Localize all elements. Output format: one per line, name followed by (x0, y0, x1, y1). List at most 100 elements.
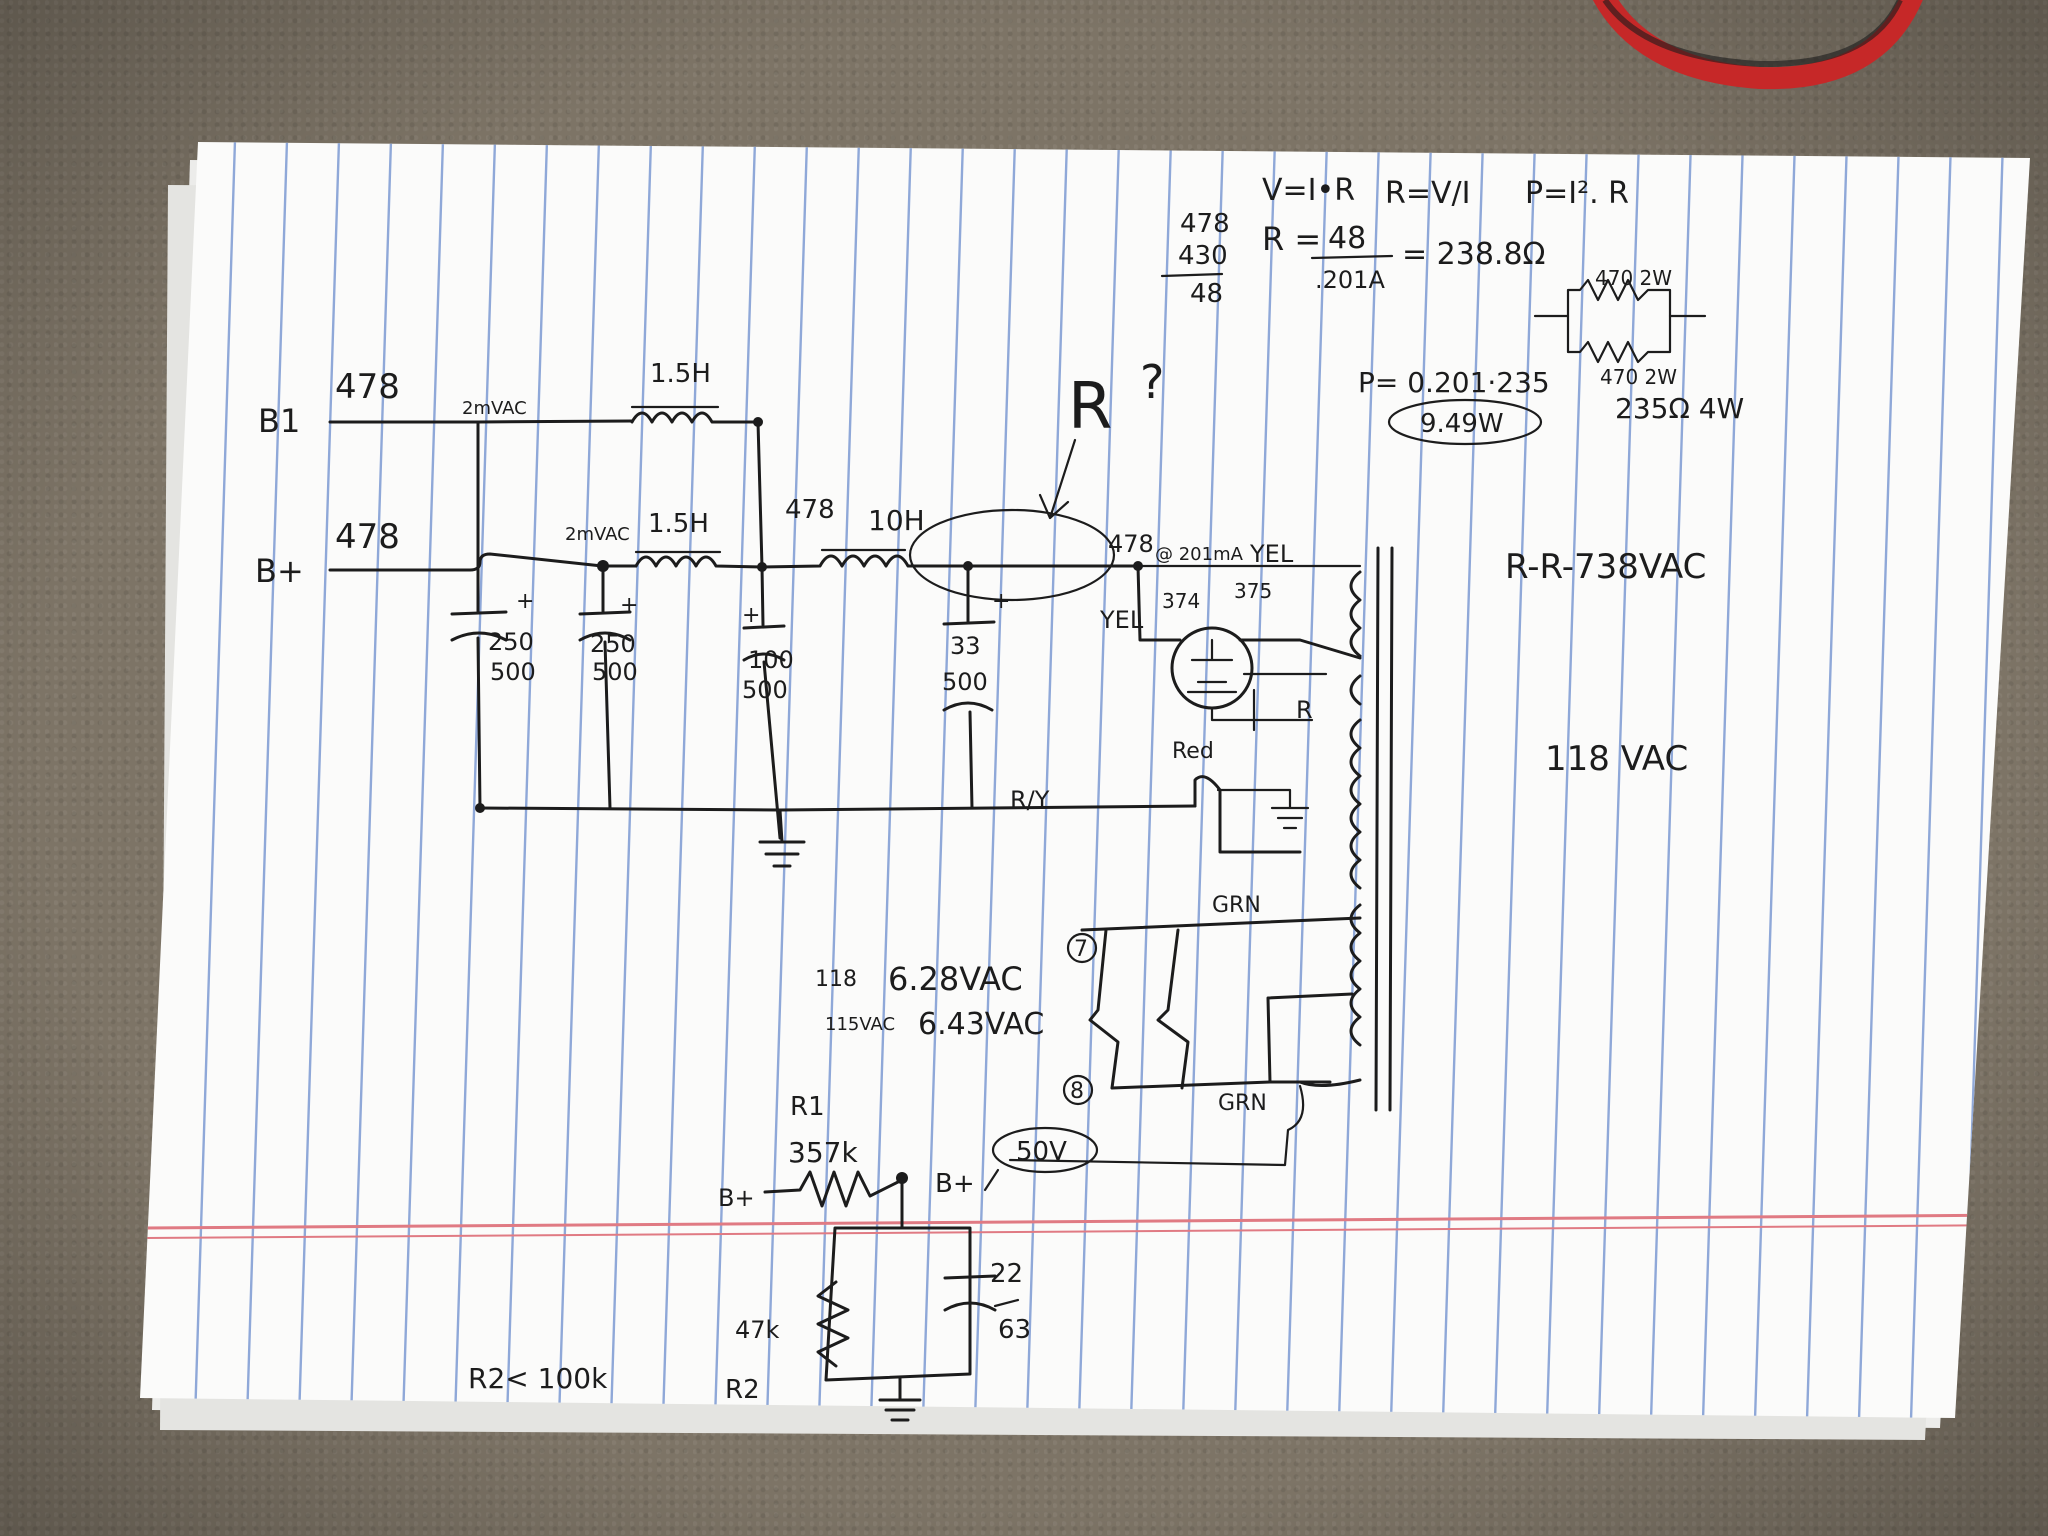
out-voltage-pointer (983, 1168, 1000, 1192)
sub-result-text: 48 (1190, 279, 1223, 309)
r1-value: 357k (788, 1136, 858, 1169)
question-mark: ? (1140, 355, 1164, 409)
rule-line (1077, 142, 1121, 1418)
ground-node-left (475, 803, 485, 813)
b1-voltage: 478 (335, 367, 400, 407)
r1-resistor (763, 1170, 904, 1208)
b2-label: B+ (255, 552, 304, 590)
r1-name: R1 (790, 1092, 825, 1122)
r2-name: R2 (725, 1375, 760, 1405)
divider-out-voltage: 50V (1016, 1137, 1067, 1167)
rule-line (1441, 142, 1485, 1418)
cap1-plus: + (516, 589, 534, 614)
rule-line (1753, 142, 1797, 1418)
r2-value: 47k (735, 1316, 780, 1344)
resistor-top-label: 470 2W (1595, 266, 1672, 290)
rule-line (869, 142, 913, 1418)
rule-line (973, 142, 1017, 1418)
rule-line (1545, 142, 1589, 1418)
rule-line (453, 142, 497, 1418)
choke1-drop (756, 420, 764, 569)
cap3-value: 100 (748, 646, 794, 674)
sub-top-text: 478 (1180, 209, 1230, 239)
resistor-bottom-label: 470 2W (1600, 365, 1677, 389)
heater-filament-a (1088, 928, 1120, 1090)
r-tap-label: R (1296, 696, 1313, 724)
choke3-coil (760, 554, 1140, 569)
divider-out-label: B+ (935, 1169, 975, 1199)
resistance-calc: R = 48 .201A = 238.8Ω (1262, 220, 1545, 294)
out-voltage-circle (991, 1126, 1099, 1174)
r-label-text: R = (1262, 220, 1321, 258)
rule-line (1129, 142, 1173, 1418)
pin7-label: 7 (1074, 937, 1088, 962)
resistor-top (1533, 278, 1707, 318)
subtraction-block: 478 430 48 (1160, 209, 1230, 309)
divider-cap-value: 22 (990, 1259, 1023, 1289)
choke1-coil (630, 411, 760, 424)
proposed-resistor-circle (908, 508, 1116, 602)
rule-line (1597, 142, 1641, 1418)
rule-line (245, 142, 289, 1418)
r-result-text: = 238.8Ω (1402, 237, 1545, 272)
heater-return-wire (1266, 992, 1362, 1087)
cap2-voltage: 500 (592, 658, 638, 686)
power-transformer (1136, 546, 1394, 1112)
choke3-label: 10H (868, 504, 925, 537)
rule-line (1337, 142, 1381, 1418)
transformer-core-line-1 (1374, 546, 1380, 1112)
yel-left-label: YEL (1099, 606, 1144, 634)
ct-label: R/Y (1010, 786, 1050, 814)
winding-hv (1349, 718, 1362, 890)
cap1-symbol (450, 558, 508, 810)
rule-line (1233, 142, 1277, 1418)
rule-line (1701, 142, 1745, 1418)
divider-cap (943, 1274, 997, 1312)
winding-top (1349, 570, 1362, 706)
sub-bar (1160, 272, 1224, 278)
rule-line (557, 142, 601, 1418)
choke2-coil (634, 555, 764, 569)
resistor-bottom (1566, 314, 1672, 364)
cap4-plus: + (992, 589, 1010, 614)
sub-mid-text: 430 (1178, 241, 1228, 271)
yel-wire-right (1238, 638, 1362, 660)
grn-bottom-label: GRN (1218, 1091, 1267, 1116)
cap3-symbol (742, 565, 786, 840)
divider-loop (824, 1176, 972, 1382)
top-rail-wire (328, 419, 634, 424)
amp-a-label: 2mVAC (462, 398, 527, 419)
ohms-law-text: V=I•R (1262, 173, 1355, 208)
power-supply-schematic: B1 478 2mVAC 1.5H B+ 478 2mVAC 1.5H 478 … (255, 355, 1294, 868)
cap1-value: 250 (488, 628, 534, 656)
main-rail-wire-a (328, 552, 638, 572)
cap4-voltage: 500 (942, 668, 988, 696)
pin7-circle (1066, 932, 1098, 964)
rule-line (1493, 142, 1537, 1418)
rule-line (713, 142, 757, 1418)
rectifier-heater-lead (1210, 688, 1256, 732)
rule-line (661, 142, 705, 1418)
heater-feed-wire (1008, 1084, 1305, 1167)
fraction-bar (1310, 254, 1394, 260)
reading2-mains: 115VAC (825, 1014, 895, 1035)
rectifier-tube-elements (1186, 638, 1238, 694)
heater-circuit: GRN 7 8 GRN 118 6.28VAC 115VAC 6.43VAC (815, 893, 1362, 1167)
choke1-label: 1.5H (650, 359, 711, 389)
rule-line (1025, 142, 1069, 1418)
formula-block: V=I•R R=V/I P=I². R (1262, 173, 1629, 211)
parallel-resistors: 470 2W 470 2W 235Ω 4W (1533, 266, 1744, 425)
cap2-symbol (578, 564, 632, 810)
node-voltage-label: 478 (785, 495, 835, 525)
mains-primary-text: 118 VAC (1545, 739, 1688, 779)
rule-line (921, 142, 965, 1418)
cap1-voltage: 500 (490, 658, 536, 686)
winding-heater (1349, 903, 1362, 1047)
rule-line (193, 142, 237, 1418)
rule-line (1181, 142, 1225, 1418)
r-mark: R (1068, 370, 1112, 444)
rectifier-section: YEL 374 375 R Red (1099, 564, 1362, 854)
power-formula-text: P=I². R (1525, 176, 1629, 211)
output-voltage-label: 478 (1108, 530, 1154, 558)
